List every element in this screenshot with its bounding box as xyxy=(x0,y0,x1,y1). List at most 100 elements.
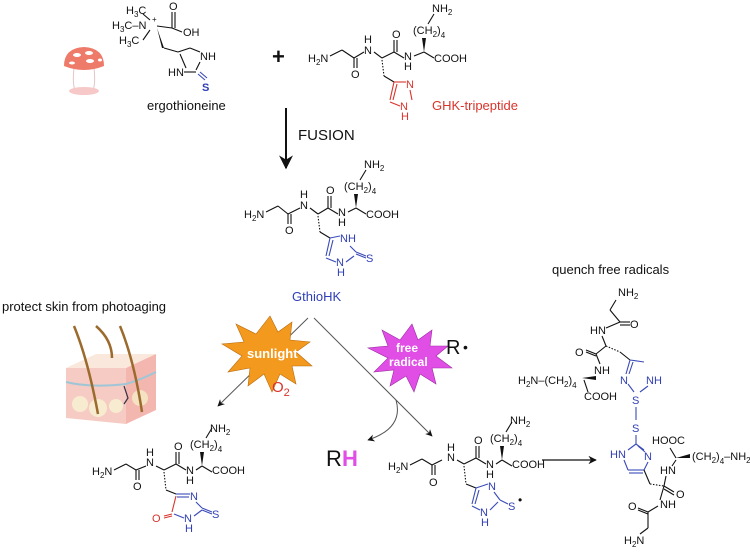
svg-text:N: N xyxy=(338,207,346,219)
svg-text:N: N xyxy=(300,200,308,212)
oxidized-product-structure: H2N O H N O N H (CH2)4 NH2 COOH N S xyxy=(92,423,245,535)
ghk-tripeptide-structure: H2N O H N O N H (CH2)4 NH2 COOH N N H xyxy=(308,3,467,123)
svg-text:NH: NH xyxy=(200,51,216,63)
svg-text:NH: NH xyxy=(594,365,610,377)
svg-text:O: O xyxy=(575,347,584,359)
svg-text:NH2: NH2 xyxy=(364,159,385,173)
svg-text:O: O xyxy=(152,513,161,525)
svg-text:O: O xyxy=(676,489,685,501)
svg-text:(CH2)4–NH2: (CH2)4–NH2 xyxy=(692,451,750,466)
svg-text:N: N xyxy=(364,45,372,57)
svg-text:NH2: NH2 xyxy=(210,423,231,437)
svg-text:•: • xyxy=(518,493,522,507)
quench-caption: quench free radicals xyxy=(552,262,670,277)
free-radical-starburst xyxy=(366,323,453,393)
gthiohk-label: GthioHK xyxy=(292,289,341,304)
svg-text:H2N: H2N xyxy=(308,53,328,67)
svg-text:N: N xyxy=(400,101,408,113)
disulfide-dimer-structure: NH2 O HN O NH H2N–(CH2)4 COOH N NH S S xyxy=(518,287,750,549)
skin-illustration-icon xyxy=(65,325,157,424)
sunlight-label: sunlight xyxy=(247,346,298,361)
svg-text:H: H xyxy=(404,61,412,73)
rh-r-label: R xyxy=(326,446,342,471)
svg-text:O: O xyxy=(326,185,335,197)
svg-text:NH2: NH2 xyxy=(432,3,453,17)
svg-text:N: N xyxy=(447,452,455,464)
svg-text:N: N xyxy=(184,513,192,525)
svg-text:HN: HN xyxy=(168,67,184,79)
svg-text:N: N xyxy=(406,79,414,91)
svg-text:H3C–N: H3C–N xyxy=(112,20,146,34)
svg-text:N: N xyxy=(146,457,154,469)
svg-text:N: N xyxy=(644,451,652,463)
svg-text:H3C: H3C xyxy=(126,5,146,19)
svg-text:S: S xyxy=(508,501,515,513)
svg-text:N: N xyxy=(190,491,198,503)
svg-text:N: N xyxy=(620,375,628,387)
svg-text:O: O xyxy=(351,69,360,81)
svg-text:COOH: COOH xyxy=(434,53,467,65)
fusion-label: FUSION xyxy=(298,127,355,144)
svg-text:HN: HN xyxy=(660,465,676,477)
svg-text:H: H xyxy=(401,111,409,123)
svg-text:COOH: COOH xyxy=(212,465,245,477)
svg-text:O: O xyxy=(169,1,178,13)
svg-text:N: N xyxy=(404,51,412,63)
plus-sign: + xyxy=(272,44,285,69)
svg-text:N: N xyxy=(336,257,344,269)
svg-text:O: O xyxy=(429,477,438,489)
svg-text:(CH2)4: (CH2)4 xyxy=(190,439,223,454)
svg-text:H: H xyxy=(447,442,455,454)
rh-h-label: H xyxy=(342,446,358,471)
svg-text:NH: NH xyxy=(340,233,356,245)
svg-text:+: + xyxy=(152,15,157,24)
svg-text:S: S xyxy=(202,82,209,94)
svg-text:H: H xyxy=(338,217,346,229)
svg-text:H2N: H2N xyxy=(92,466,112,480)
svg-text:H: H xyxy=(146,447,154,459)
free-radical-label-line2: radical xyxy=(389,355,428,369)
svg-text:(CH2)4: (CH2)4 xyxy=(413,25,446,40)
free-radical-label-line1: free xyxy=(396,341,418,355)
svg-text:NH: NH xyxy=(660,499,676,511)
svg-text:NH: NH xyxy=(646,375,662,387)
svg-text:(CH2)4: (CH2)4 xyxy=(344,181,377,196)
svg-text:H: H xyxy=(186,475,194,487)
svg-text:O: O xyxy=(630,319,639,331)
svg-text:H: H xyxy=(486,469,494,481)
svg-text:COOH: COOH xyxy=(512,459,545,471)
svg-text:NH2: NH2 xyxy=(618,287,639,301)
svg-text:H2N: H2N xyxy=(624,535,644,549)
sunlight-starburst xyxy=(221,315,313,393)
thiyl-radical-product-structure: H2N O H N O N H (CH2)4 NH2 COOH N S • xyxy=(388,415,545,529)
photoaging-caption: protect skin from photoaging xyxy=(2,299,166,314)
svg-text:S: S xyxy=(632,423,639,435)
svg-text:OH: OH xyxy=(183,27,200,39)
svg-text:H: H xyxy=(300,189,308,201)
svg-text:COOH: COOH xyxy=(366,209,399,221)
svg-text:COOH: COOH xyxy=(584,391,617,403)
svg-text:N: N xyxy=(488,481,496,493)
svg-text:H2N: H2N xyxy=(244,209,264,223)
svg-text:S: S xyxy=(366,253,373,265)
svg-text:O: O xyxy=(628,501,637,513)
rh-curved-arrow xyxy=(367,399,398,442)
svg-text:H: H xyxy=(364,34,372,46)
radical-dot: • xyxy=(463,339,468,355)
svg-text:O: O xyxy=(133,481,142,493)
svg-text:S: S xyxy=(632,395,639,407)
radical-r-label: R xyxy=(446,337,460,359)
oxygen-label: O2 xyxy=(272,379,290,399)
mushroom-icon xyxy=(64,47,104,95)
svg-text:S: S xyxy=(212,509,219,521)
svg-text:N: N xyxy=(480,507,488,519)
ghk-tripeptide-label: GHK-tripeptide xyxy=(432,98,518,113)
svg-text:N: N xyxy=(186,465,194,477)
svg-text:H2N–(CH2)4: H2N–(CH2)4 xyxy=(518,375,577,390)
svg-text:(CH2)4: (CH2)4 xyxy=(490,433,523,448)
gthiohk-structure: H2N O H N O N H (CH2)4 NH2 COOH NH S xyxy=(244,159,399,279)
radical-arrow xyxy=(313,317,433,437)
svg-text:H2N: H2N xyxy=(388,461,408,475)
svg-text:O: O xyxy=(174,441,183,453)
